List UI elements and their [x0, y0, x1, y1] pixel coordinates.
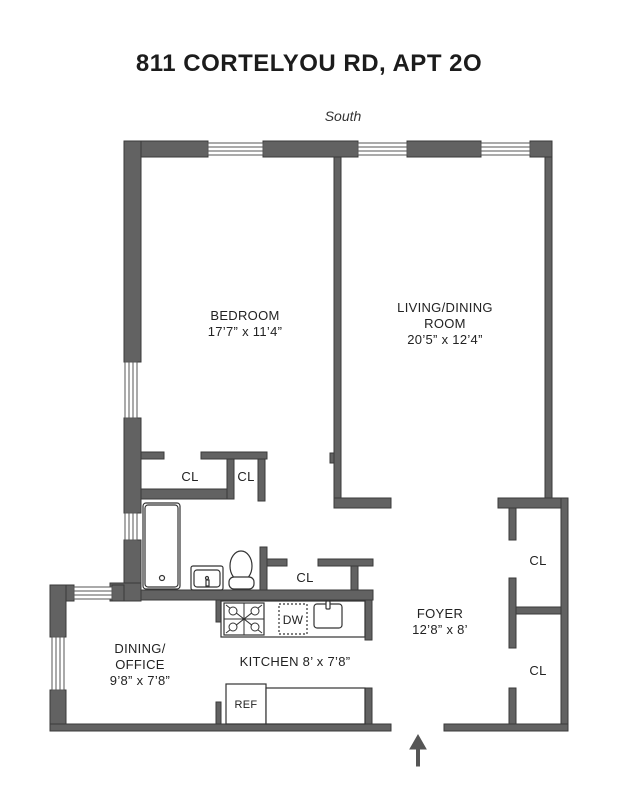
room-living-dining: LIVING/DINING ROOM 20’5” x 12’4” — [370, 300, 520, 348]
closet-bedroom-2: CL — [237, 469, 255, 484]
room-bedroom: BEDROOM 17’7” x 11’4” — [170, 308, 320, 340]
refrigerator-label: REF — [234, 699, 258, 711]
room-name: BEDROOM — [210, 308, 280, 323]
entry-arrow-icon — [409, 733, 427, 767]
room-foyer: FOYER 12’8” x 8’ — [380, 606, 500, 638]
tub-drain — [158, 574, 166, 582]
dishwasher-outline — [278, 603, 308, 635]
closet-bedroom-1: CL — [181, 469, 199, 484]
room-dims: 20’5” x 12’4” — [407, 332, 483, 347]
room-name: FOYER — [416, 606, 464, 621]
closet-foyer-1: CL — [529, 553, 547, 568]
floorplan-title: 811 CORTELYOU RD, APT 2O — [135, 50, 483, 77]
closet-hall: CL — [296, 570, 314, 585]
windows — [51, 142, 531, 691]
room-name-line2: ROOM — [424, 316, 466, 331]
room-dims: 17’7” x 11’4” — [207, 324, 283, 339]
room-dims: 12’8” x 8’ — [412, 622, 468, 637]
room-dining-office: DINING/ OFFICE 9’8” x 7’8” — [80, 641, 200, 689]
room-dims: 9’8” x 7’8” — [109, 673, 171, 688]
dishwasher-label: DW — [282, 613, 304, 627]
refrigerator — [225, 683, 267, 725]
closet-foyer-2: CL — [529, 663, 547, 678]
orientation-label: South — [324, 108, 362, 124]
room-name-line1: LIVING/DINING — [397, 300, 493, 315]
room-name-line1: DINING/ — [114, 641, 166, 656]
room-label: KITCHEN 8’ x 7’8” — [239, 654, 351, 669]
room-name-line2: OFFICE — [115, 657, 165, 672]
room-kitchen: KITCHEN 8’ x 7’8” — [220, 654, 370, 670]
